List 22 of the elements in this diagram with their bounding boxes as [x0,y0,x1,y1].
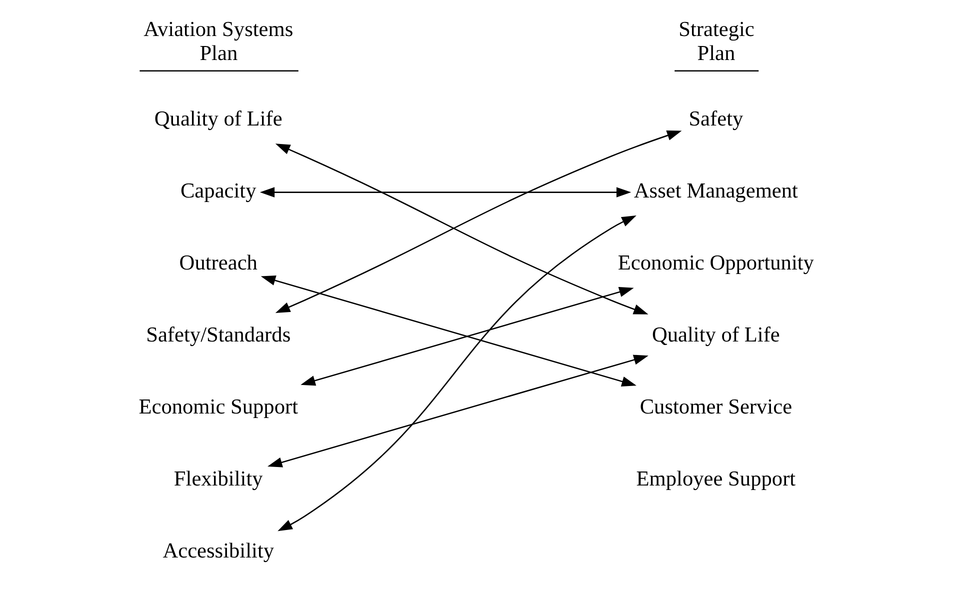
node-text: Customer Service [640,394,792,418]
label: Aviation Systems Plan [144,16,294,65]
node-text: Economic Opportunity [618,250,814,274]
node-text: Employee Support [636,466,796,490]
node-text: Quality of Life [652,322,780,346]
node-text: Economic Support [138,394,298,418]
node-text: Safety/Standards [146,322,291,346]
node-text: Flexibility [174,466,263,490]
label: Strategic Plan [678,16,754,65]
node-text: Outreach [179,250,258,274]
arrow [300,287,634,386]
node-text: Quality of Life [154,106,282,130]
arrow [275,130,682,314]
node-text: Asset Management [634,178,798,202]
arrow [268,354,648,468]
arrow [260,275,636,386]
arrow [275,144,648,314]
node-text: Safety [688,106,744,130]
arrow [278,215,636,532]
node-text: Accessibility [162,538,274,563]
arrow [260,187,632,198]
node-text: Capacity [180,178,256,202]
